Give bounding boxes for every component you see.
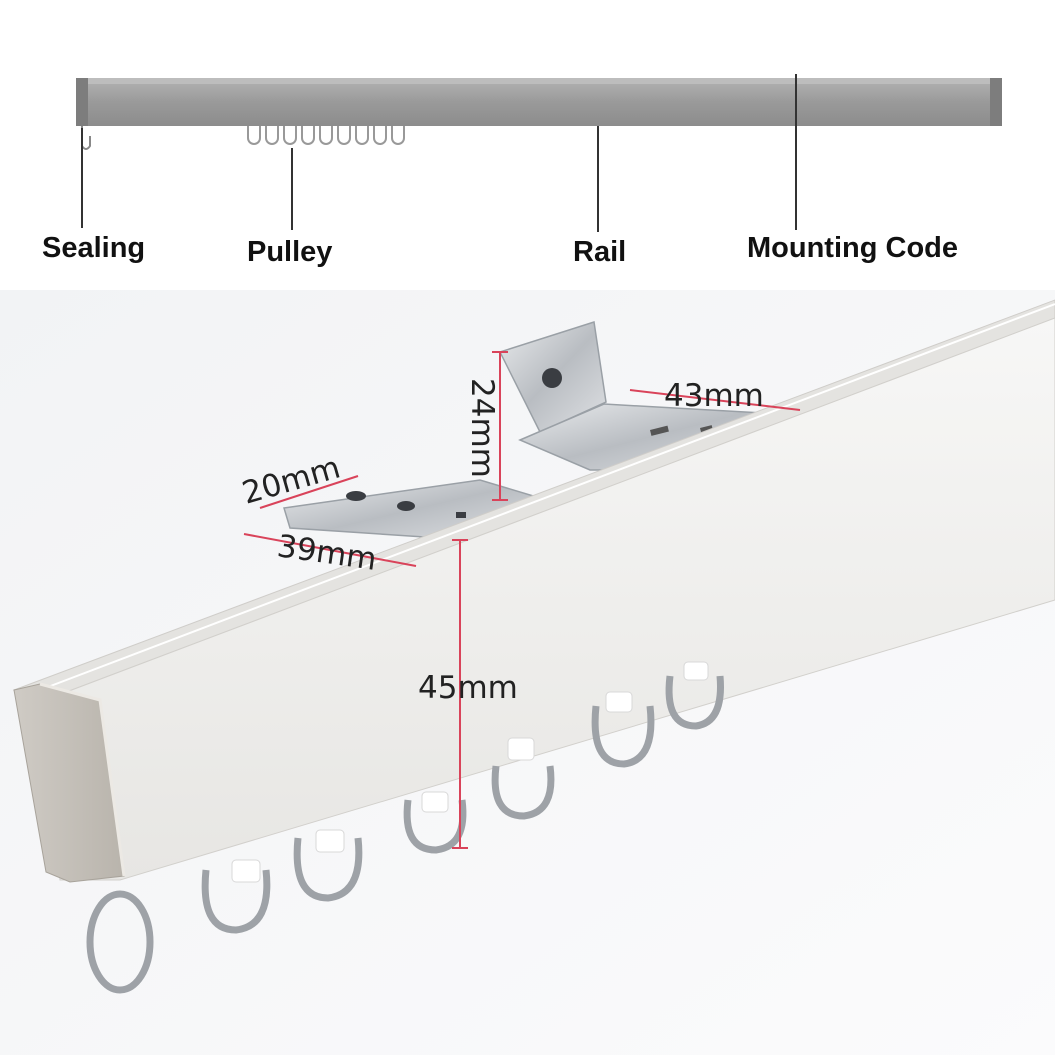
sealing-label: Sealing	[42, 232, 146, 264]
glider-rings	[86, 675, 724, 994]
rail-end-cap-left	[76, 78, 88, 126]
rail-label: Rail	[573, 236, 627, 268]
dimension-45mm-text: 45mm	[418, 670, 518, 706]
dimension-line-43mm	[629, 389, 801, 411]
rail-3d-drawing: 20mm 39mm 24mm 43mm 45mm	[0, 290, 1055, 1055]
rail-end-cap-right	[990, 78, 1002, 126]
rail-overview-panel: Sealing Pulley Rail Mounting Code	[0, 0, 1055, 290]
mounting-code-label: Mounting Code	[747, 232, 959, 264]
dimension-line-39mm	[243, 533, 417, 567]
dimension-24mm-text: 24mm	[464, 378, 500, 478]
rail-dimension-panel: 20mm 39mm 24mm 43mm 45mm	[0, 290, 1055, 1055]
rail-bar	[76, 78, 1002, 126]
pulley-hooks	[247, 126, 405, 145]
dimension-43mm-text: 43mm	[664, 378, 764, 414]
rail-overview-drawing	[76, 74, 1002, 232]
pulley-label: Pulley	[247, 236, 333, 268]
dimension-line-20mm	[259, 475, 359, 509]
sealing-hook-icon	[81, 126, 91, 150]
